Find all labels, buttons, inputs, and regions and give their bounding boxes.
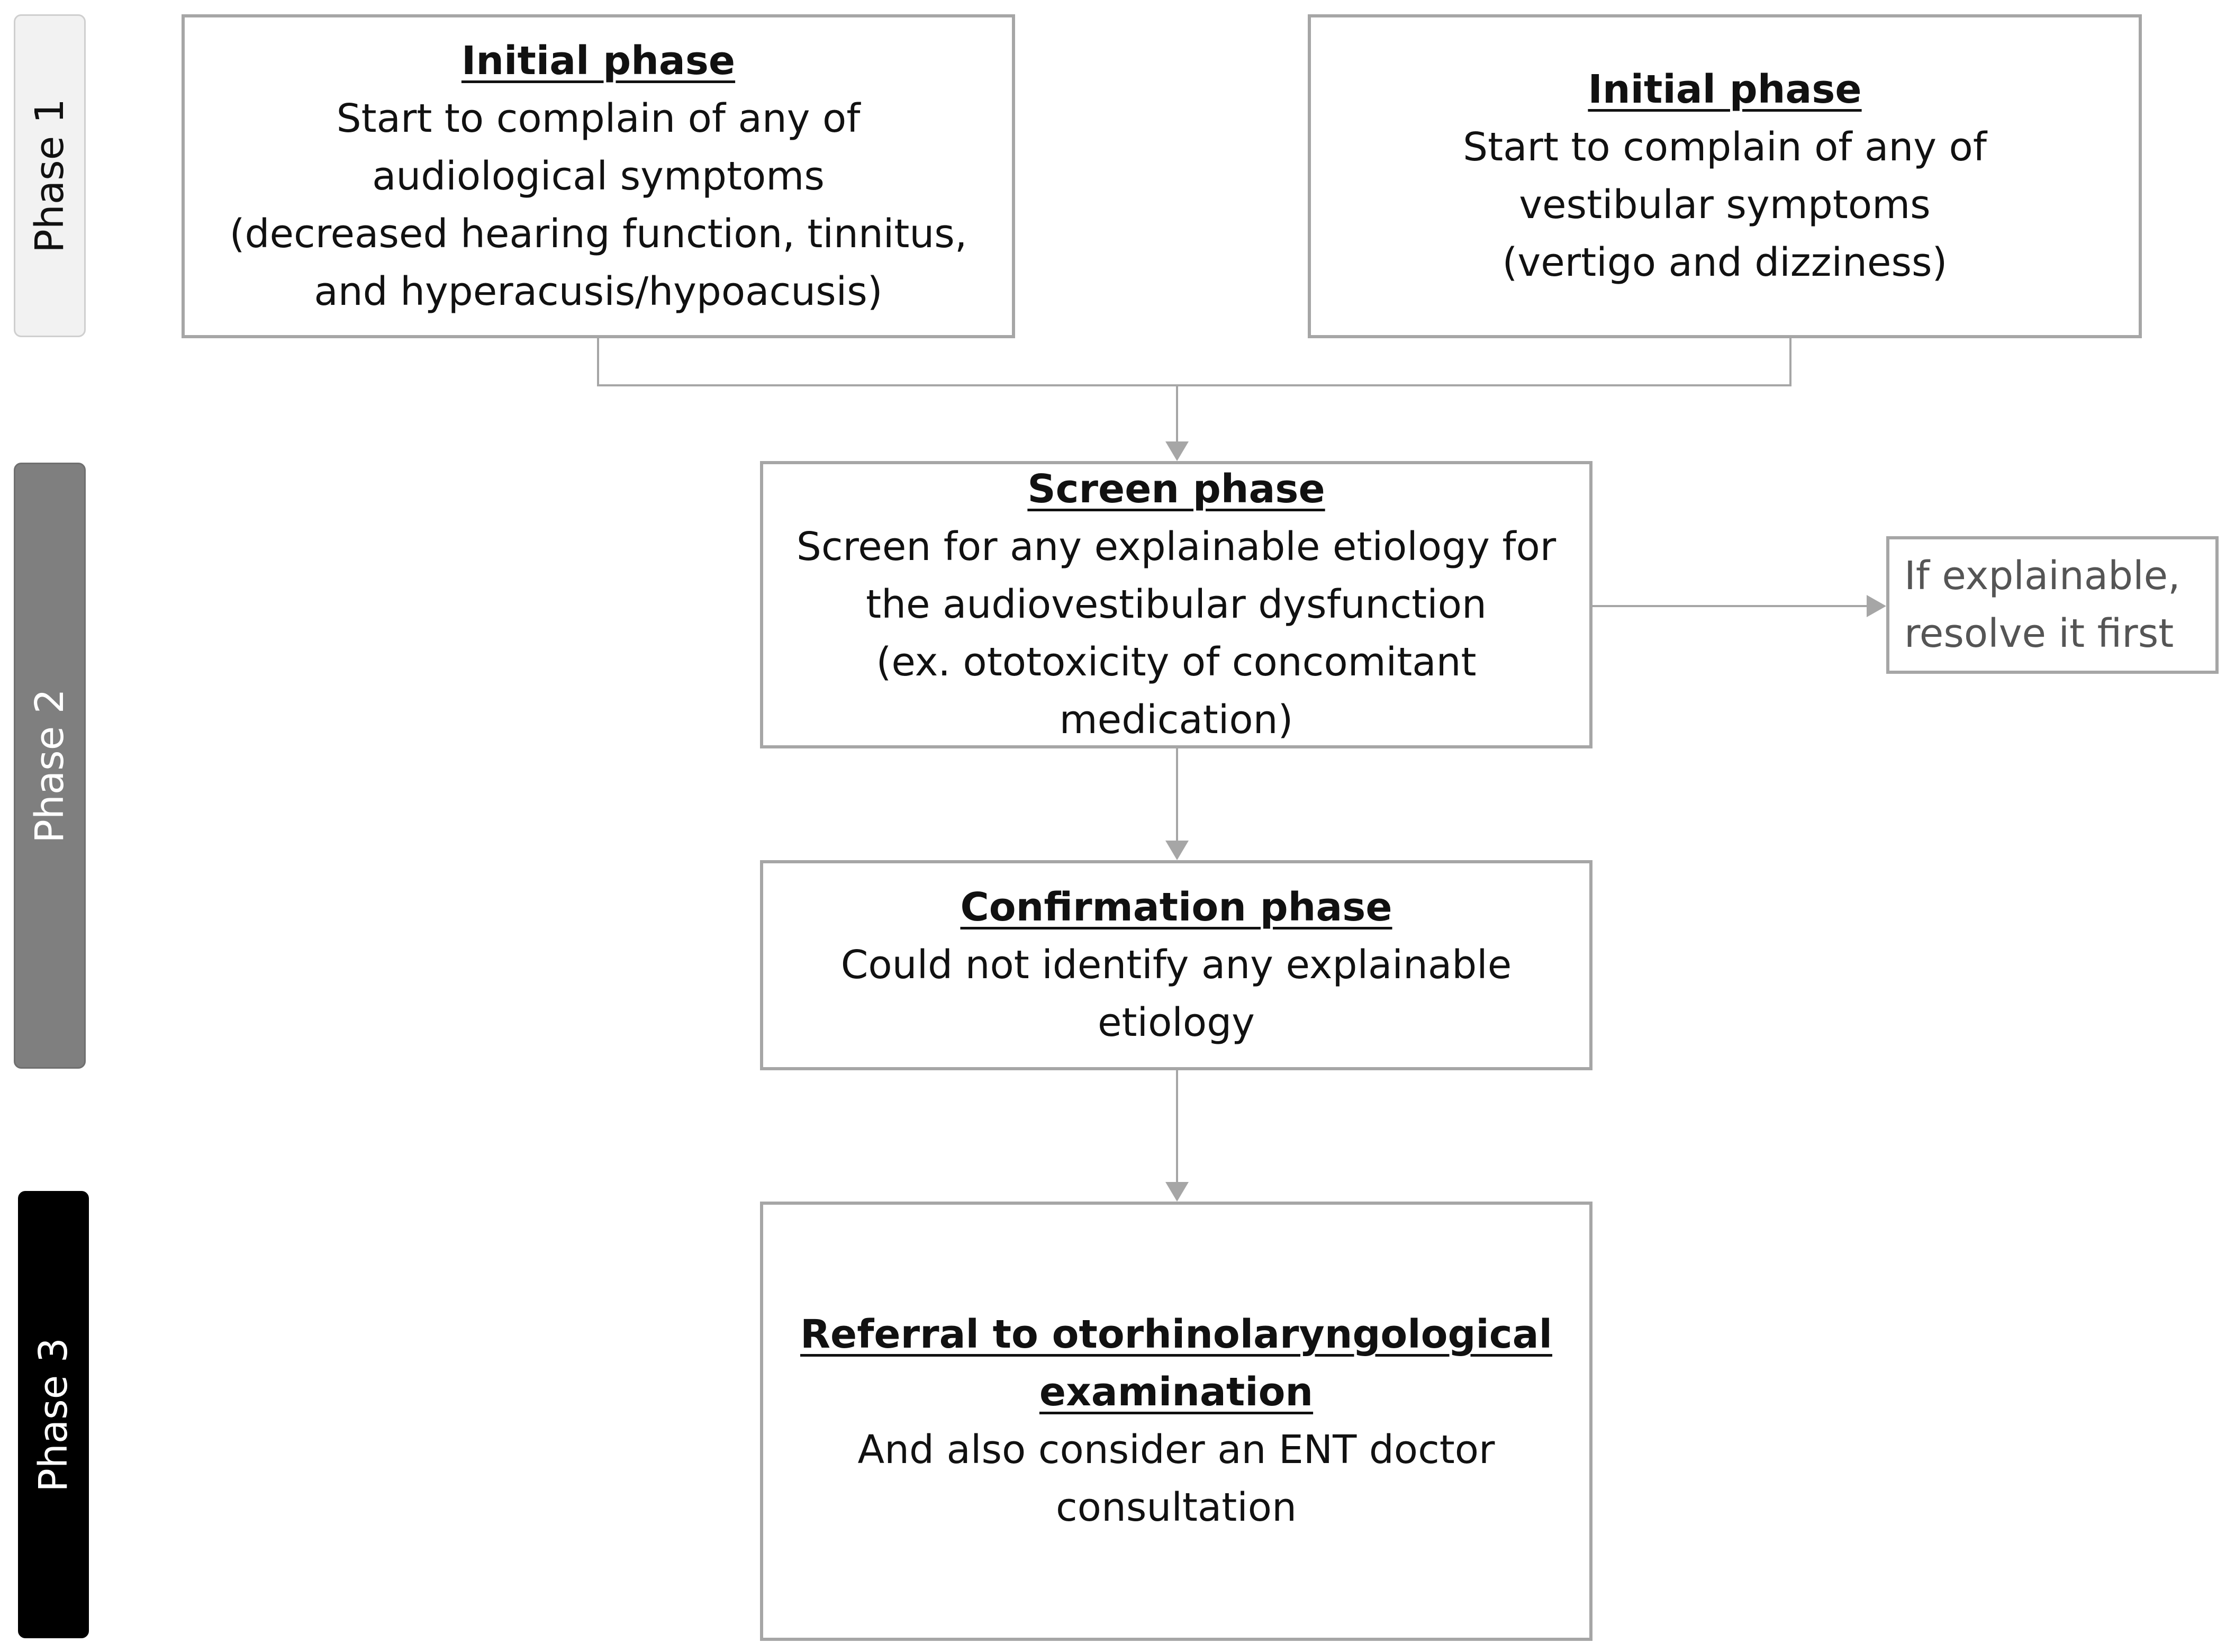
box-text-line: Start to complain of any of [1463,124,1987,170]
initial-phase-audiological-box: Initial phase Start to complain of any o… [182,14,1015,338]
box-text-line: Screen for any explainable etiology for [796,524,1557,570]
box-text-line: audiological symptoms [372,153,825,199]
arrowhead-referral [1165,1182,1189,1202]
phase-3-label: Phase 3 [18,1191,89,1638]
confirmation-phase-box: Confirmation phase Could not identify an… [760,860,1592,1070]
box-text-line: (vertigo and dizziness) [1502,240,1948,285]
box-text-line: (ex. ototoxicity of concomitant [876,639,1477,685]
screen-phase-box: Screen phase Screen for any explainable … [760,461,1592,748]
box-text-line: the audiovestibular dysfunction [866,582,1487,627]
box-text-line: (decreased hearing function, tinnitus, [229,211,967,257]
box-text-line: Start to complain of any of [336,95,861,141]
arrowhead-side-note [1867,595,1886,617]
box-heading: Referral to otorhinolaryngological [800,1312,1552,1357]
phase-1-label: Phase 1 [14,14,86,337]
box-text-line: Could not identify any explainable [840,942,1512,988]
arrowhead-confirmation [1165,841,1189,860]
box-heading: examination [1039,1369,1314,1415]
box-text-line: consultation [1056,1485,1297,1530]
box-heading: Initial phase [1588,67,1862,112]
arrowhead-screen [1165,441,1189,461]
box-heading: Confirmation phase [960,884,1392,930]
if-explainable-note-box: If explainable, resolve it first [1886,536,2219,674]
box-text-line: and hyperacusis/hypoacusis) [314,268,883,314]
phase-2-label: Phase 2 [14,463,86,1069]
box-text-line: medication) [1059,697,1293,743]
box-heading: Initial phase [461,38,736,84]
box-text-line: If explainable, [1904,553,2180,599]
referral-box: Referral to otorhinolaryngological exami… [760,1202,1592,1641]
initial-phase-vestibular-box: Initial phase Start to complain of any o… [1308,14,2142,338]
box-text-line: And also consider an ENT doctor [857,1427,1495,1473]
box-heading: Screen phase [1027,466,1325,512]
box-text-line: vestibular symptoms [1519,182,1931,228]
box-text-line: etiology [1098,1000,1255,1045]
merge-connector [597,338,1791,386]
box-text-line: resolve it first [1904,611,2174,656]
